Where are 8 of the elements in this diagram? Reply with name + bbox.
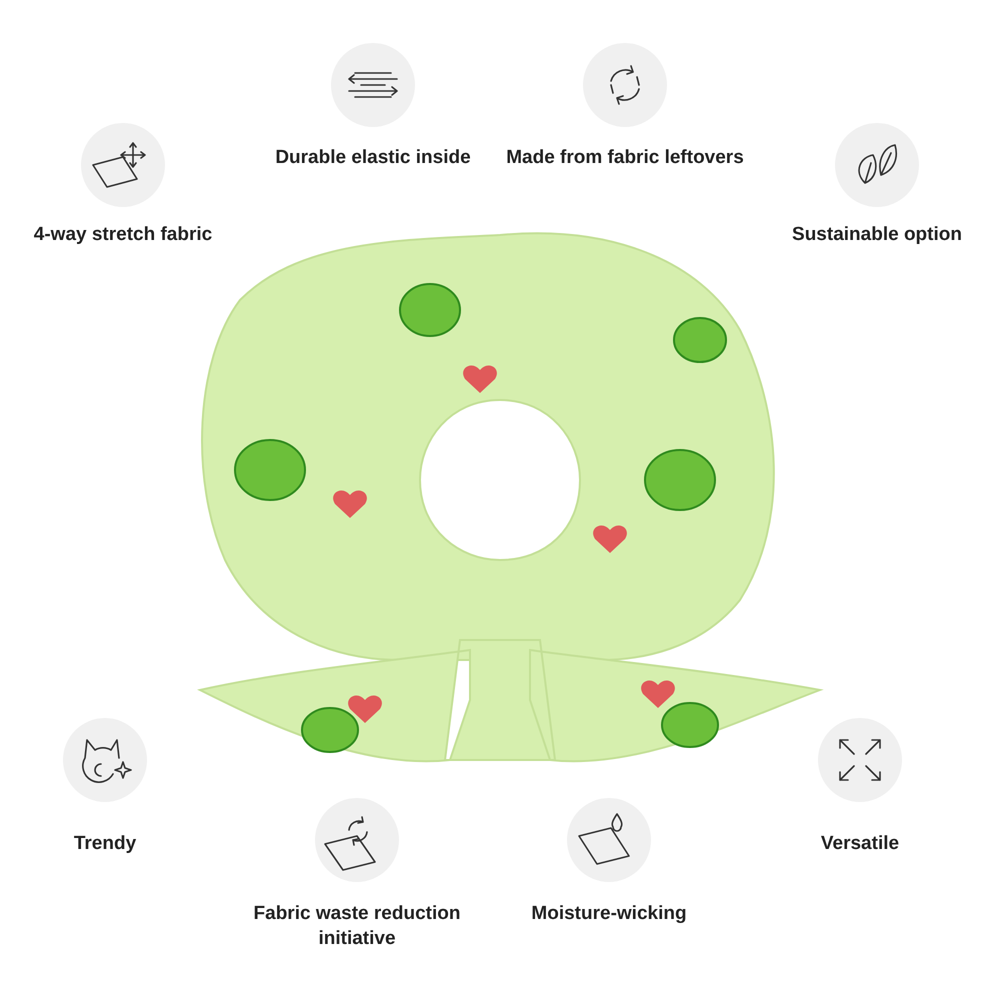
feature-label: Versatile xyxy=(820,832,900,856)
feature-label: Fabric waste reduction initiative xyxy=(252,902,462,951)
feature-label: Made from fabric leftovers xyxy=(505,146,745,170)
feature-label: 4-way stretch fabric xyxy=(32,223,214,247)
feature-label: Sustainable option xyxy=(791,223,963,247)
feature-label: Durable elastic inside xyxy=(274,146,472,170)
feature-label: Trendy xyxy=(72,832,138,856)
feature-label: Moisture-wicking xyxy=(530,902,688,926)
